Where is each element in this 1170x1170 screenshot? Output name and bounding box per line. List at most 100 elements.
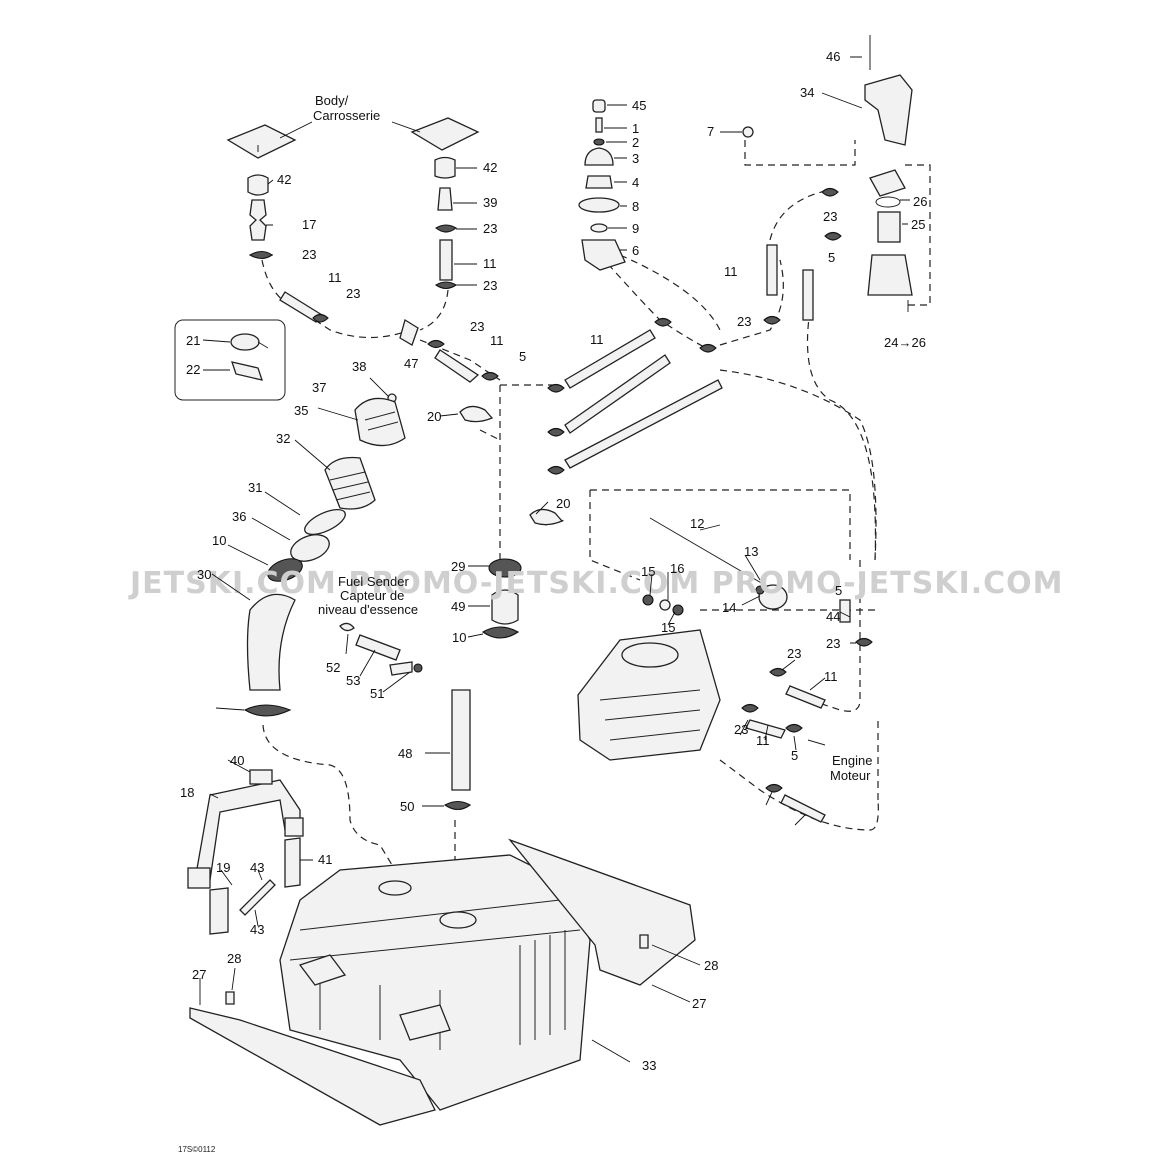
callout: 23 xyxy=(734,722,748,737)
callout: 28 xyxy=(227,951,241,966)
callout: 23 xyxy=(737,314,751,329)
callout: 33 xyxy=(642,1058,656,1073)
callout: 42 xyxy=(483,160,497,175)
callout: 16 xyxy=(670,561,684,576)
callout: 5 xyxy=(828,250,835,265)
callout: 10 xyxy=(212,533,226,548)
callout: 11 xyxy=(490,333,504,348)
callout: 11 xyxy=(756,733,770,748)
engine-label-fr: Moteur xyxy=(830,768,871,783)
callout: 38 xyxy=(352,359,366,374)
callout: 50 xyxy=(400,799,414,814)
callout: 19 xyxy=(216,860,230,875)
callout: 42 xyxy=(277,172,291,187)
clamp-20-lower xyxy=(529,508,564,526)
callout: 31 xyxy=(248,480,262,495)
callout: 12 xyxy=(690,516,704,531)
callout: 13 xyxy=(744,544,758,559)
callout: 46 xyxy=(826,49,840,64)
tank-straps xyxy=(187,769,304,935)
callout: 22 xyxy=(186,362,200,377)
carburetor xyxy=(577,599,873,823)
callout: 40 xyxy=(230,753,244,768)
callout: 26 xyxy=(913,194,927,209)
callout: 20 xyxy=(427,409,441,424)
fuel-sender-label-fr-2: niveau d'essence xyxy=(318,602,418,617)
leader-lines xyxy=(199,56,910,1063)
callout: 24→26 xyxy=(884,335,926,350)
callout: 15 xyxy=(661,620,675,635)
callout: 23 xyxy=(823,209,837,224)
callout: 5 xyxy=(791,748,798,763)
callout: 44 xyxy=(826,609,840,624)
callout: 53 xyxy=(346,673,360,688)
callout: 27 xyxy=(692,996,706,1011)
fuel-sender-pickup xyxy=(339,558,522,811)
callout: 45 xyxy=(632,98,646,113)
fuel-sender-label-fr-1: Capteur de xyxy=(340,588,404,603)
callout: 30 xyxy=(197,567,211,582)
callout: 34 xyxy=(800,85,814,100)
callout: 8 xyxy=(632,199,639,214)
callout: 48 xyxy=(398,746,412,761)
clamp-20-upper xyxy=(459,405,494,423)
support-bracket-right xyxy=(508,838,696,986)
callout: 27 xyxy=(192,967,206,982)
callout: 23 xyxy=(483,278,497,293)
callout: 9 xyxy=(632,221,639,236)
callout: 23 xyxy=(826,636,840,651)
callout: 5 xyxy=(519,349,526,364)
callout: 11 xyxy=(824,669,838,684)
callout: 4 xyxy=(632,175,639,190)
reference-code: 17S©0112 xyxy=(178,1145,216,1154)
callout: 37 xyxy=(312,380,326,395)
callout: 36 xyxy=(232,509,246,524)
fuel-filter-assembly xyxy=(742,35,913,325)
callout: 3 xyxy=(632,151,639,166)
callout: 18 xyxy=(180,785,194,800)
callout: 21 xyxy=(186,333,200,348)
primer-rod-assembly xyxy=(642,517,788,616)
callout: 11 xyxy=(590,332,604,347)
callout: 32 xyxy=(276,431,290,446)
callout: 43 xyxy=(250,922,264,937)
callout: 29 xyxy=(451,559,465,574)
callout: 28 xyxy=(704,958,718,973)
support-bracket-left xyxy=(189,1007,436,1126)
callout: 25 xyxy=(911,217,925,232)
tee-fitting-47 xyxy=(399,318,419,346)
callout: 15 xyxy=(641,564,655,579)
callout: 51 xyxy=(370,686,384,701)
fuel-sender-label-en: Fuel Sender xyxy=(338,574,409,589)
callout: 14 xyxy=(722,600,736,615)
fuel-lines xyxy=(547,329,723,475)
fuel-valve-stack xyxy=(578,99,717,353)
body-label-fr: Carrosserie xyxy=(313,108,380,123)
callout: 23 xyxy=(470,319,484,334)
callout: 47 xyxy=(404,356,418,371)
callout: 7 xyxy=(707,124,714,139)
callout: 6 xyxy=(632,243,639,258)
diagram-labels: Body/ Carrosserie Fuel Sender Capteur de… xyxy=(178,93,872,1154)
callout: 23 xyxy=(346,286,360,301)
hose-11-a xyxy=(279,291,323,323)
body-label-en: Body/ xyxy=(315,93,349,108)
callout: 5 xyxy=(835,583,842,598)
watermark-text: JETSKI.COM PROMO-JETSKI.COM PROMO-JETSKI… xyxy=(128,566,1064,601)
callout: 23 xyxy=(787,646,801,661)
callout: 11 xyxy=(724,264,738,279)
body-mount-left xyxy=(226,124,297,260)
callout: 2 xyxy=(632,135,639,150)
callout: 23 xyxy=(302,247,316,262)
callout: 39 xyxy=(483,195,497,210)
callout: 41 xyxy=(318,852,332,867)
callout: 17 xyxy=(302,217,316,232)
callout: 1 xyxy=(632,121,639,136)
callout: 52 xyxy=(326,660,340,675)
callout: 10 xyxy=(452,630,466,645)
callout-numbers: 46 34 7 45 1 2 3 4 8 9 6 26 25 23 5 11 2… xyxy=(180,49,927,1073)
engine-label-en: Engine xyxy=(832,753,872,768)
callout: 35 xyxy=(294,403,308,418)
